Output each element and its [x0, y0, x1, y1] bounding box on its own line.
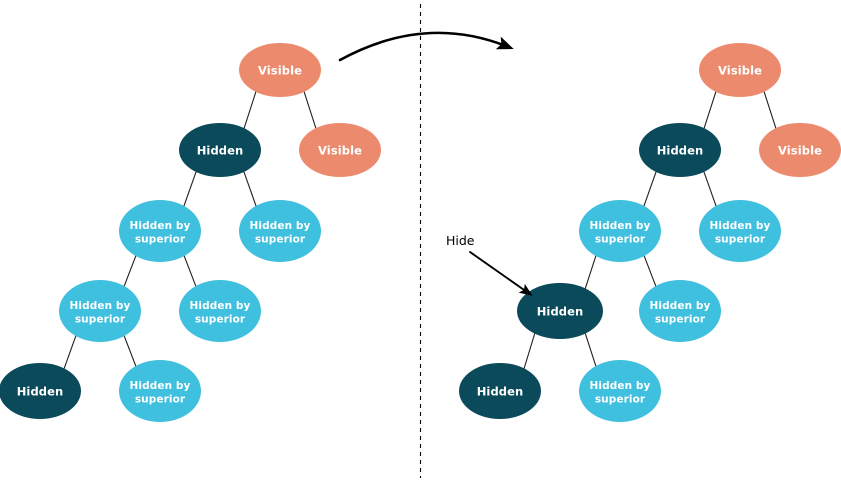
node-label: Visible: [318, 144, 362, 158]
tree-edge: [643, 170, 657, 208]
node-ellipse[interactable]: [579, 360, 661, 422]
tree-node-visible[interactable]: Visible: [239, 43, 321, 97]
node-ellipse[interactable]: [699, 43, 781, 97]
node-ellipse[interactable]: [639, 280, 721, 342]
tree-edge: [243, 90, 257, 130]
node-ellipse[interactable]: [119, 360, 201, 422]
tree-edge: [123, 334, 137, 368]
tree-node-hidden[interactable]: Hidden: [179, 123, 261, 177]
node-ellipse[interactable]: [119, 200, 201, 262]
node-ellipse[interactable]: [179, 280, 261, 342]
tree-edge: [584, 254, 597, 290]
node-label: Hidden: [537, 305, 584, 319]
tree-edge: [63, 334, 77, 370]
tree-node-visible[interactable]: Visible: [759, 123, 841, 177]
node-label: Hidden: [477, 385, 524, 399]
tree-edge: [123, 254, 137, 288]
node-ellipse[interactable]: [699, 200, 781, 262]
tree-node-hidden[interactable]: Hidden: [0, 363, 81, 419]
node-label: Hidden: [197, 144, 244, 158]
node-ellipse[interactable]: [639, 123, 721, 177]
node-ellipse[interactable]: [579, 200, 661, 262]
node-ellipse[interactable]: [239, 43, 321, 97]
tree-edge: [703, 90, 717, 130]
tree-edge: [584, 332, 597, 368]
node-ellipse[interactable]: [517, 283, 603, 339]
tree-edge: [183, 254, 197, 288]
tree-edge: [243, 170, 257, 208]
tree-edge: [523, 332, 536, 370]
before-tree-edges: [63, 90, 317, 370]
tree-edge: [183, 170, 197, 208]
tree-node-hidden[interactable]: Hidden: [639, 123, 721, 177]
tree-edge: [703, 170, 717, 208]
transition-arrow-icon: [338, 31, 514, 62]
tree-edge: [303, 90, 317, 130]
tree-node-hidden[interactable]: Hidden: [517, 283, 603, 339]
node-ellipse[interactable]: [239, 200, 321, 262]
node-label: Visible: [778, 144, 822, 158]
tree-node-visible[interactable]: Visible: [299, 123, 381, 177]
node-label: Visible: [718, 64, 762, 78]
node-ellipse[interactable]: [179, 123, 261, 177]
hide-arrow-icon: [469, 251, 533, 296]
tree-edge: [763, 90, 777, 130]
node-label: Visible: [258, 64, 302, 78]
node-ellipse[interactable]: [59, 280, 141, 342]
tree-node-visible[interactable]: Visible: [699, 43, 781, 97]
tree-node-hidden[interactable]: Hidden: [459, 363, 541, 419]
after-tree-edges: [523, 90, 777, 370]
tree-edge: [643, 254, 657, 288]
node-label: Hidden: [657, 144, 704, 158]
node-label: Hidden: [17, 385, 64, 399]
node-ellipse[interactable]: [459, 363, 541, 419]
node-ellipse[interactable]: [299, 123, 381, 177]
node-ellipse[interactable]: [759, 123, 841, 177]
node-ellipse[interactable]: [0, 363, 81, 419]
hide-annotation-label: Hide: [446, 233, 475, 248]
